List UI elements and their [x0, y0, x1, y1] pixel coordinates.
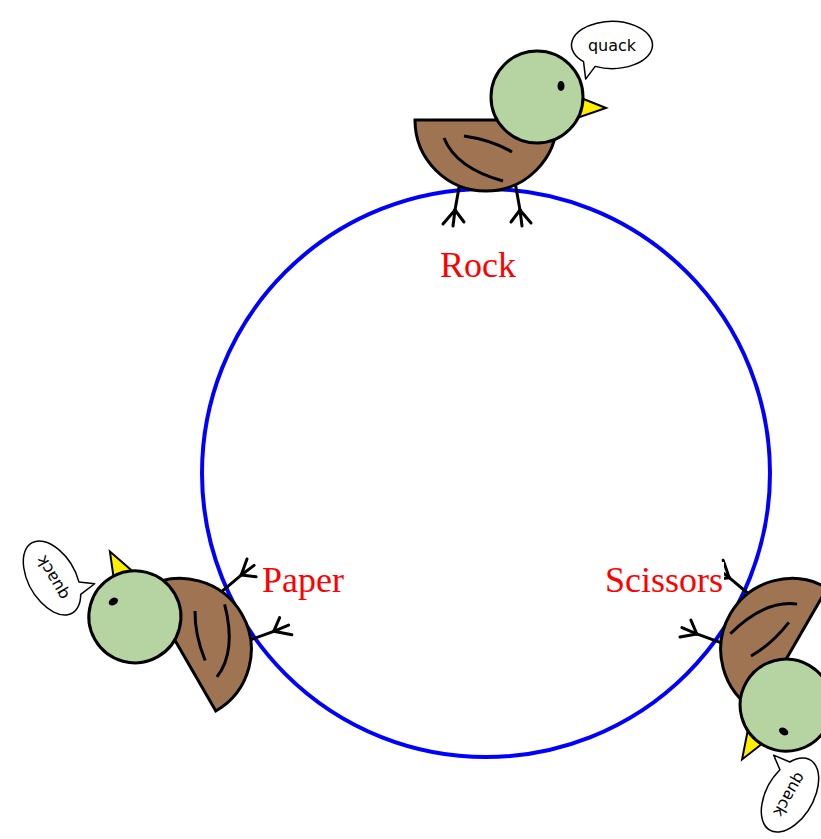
duck — [61, 493, 308, 746]
ring — [202, 189, 770, 757]
speech-bubble: quack — [9, 529, 94, 627]
choice-label: Scissors — [604, 562, 724, 598]
speech-text: quack — [588, 36, 636, 55]
speech-bubble: quack — [747, 746, 821, 839]
choice-label: Paper — [261, 562, 345, 598]
speech-bubble: quack — [570, 20, 654, 70]
duck — [415, 51, 606, 226]
choice-label: Rock — [439, 247, 517, 283]
